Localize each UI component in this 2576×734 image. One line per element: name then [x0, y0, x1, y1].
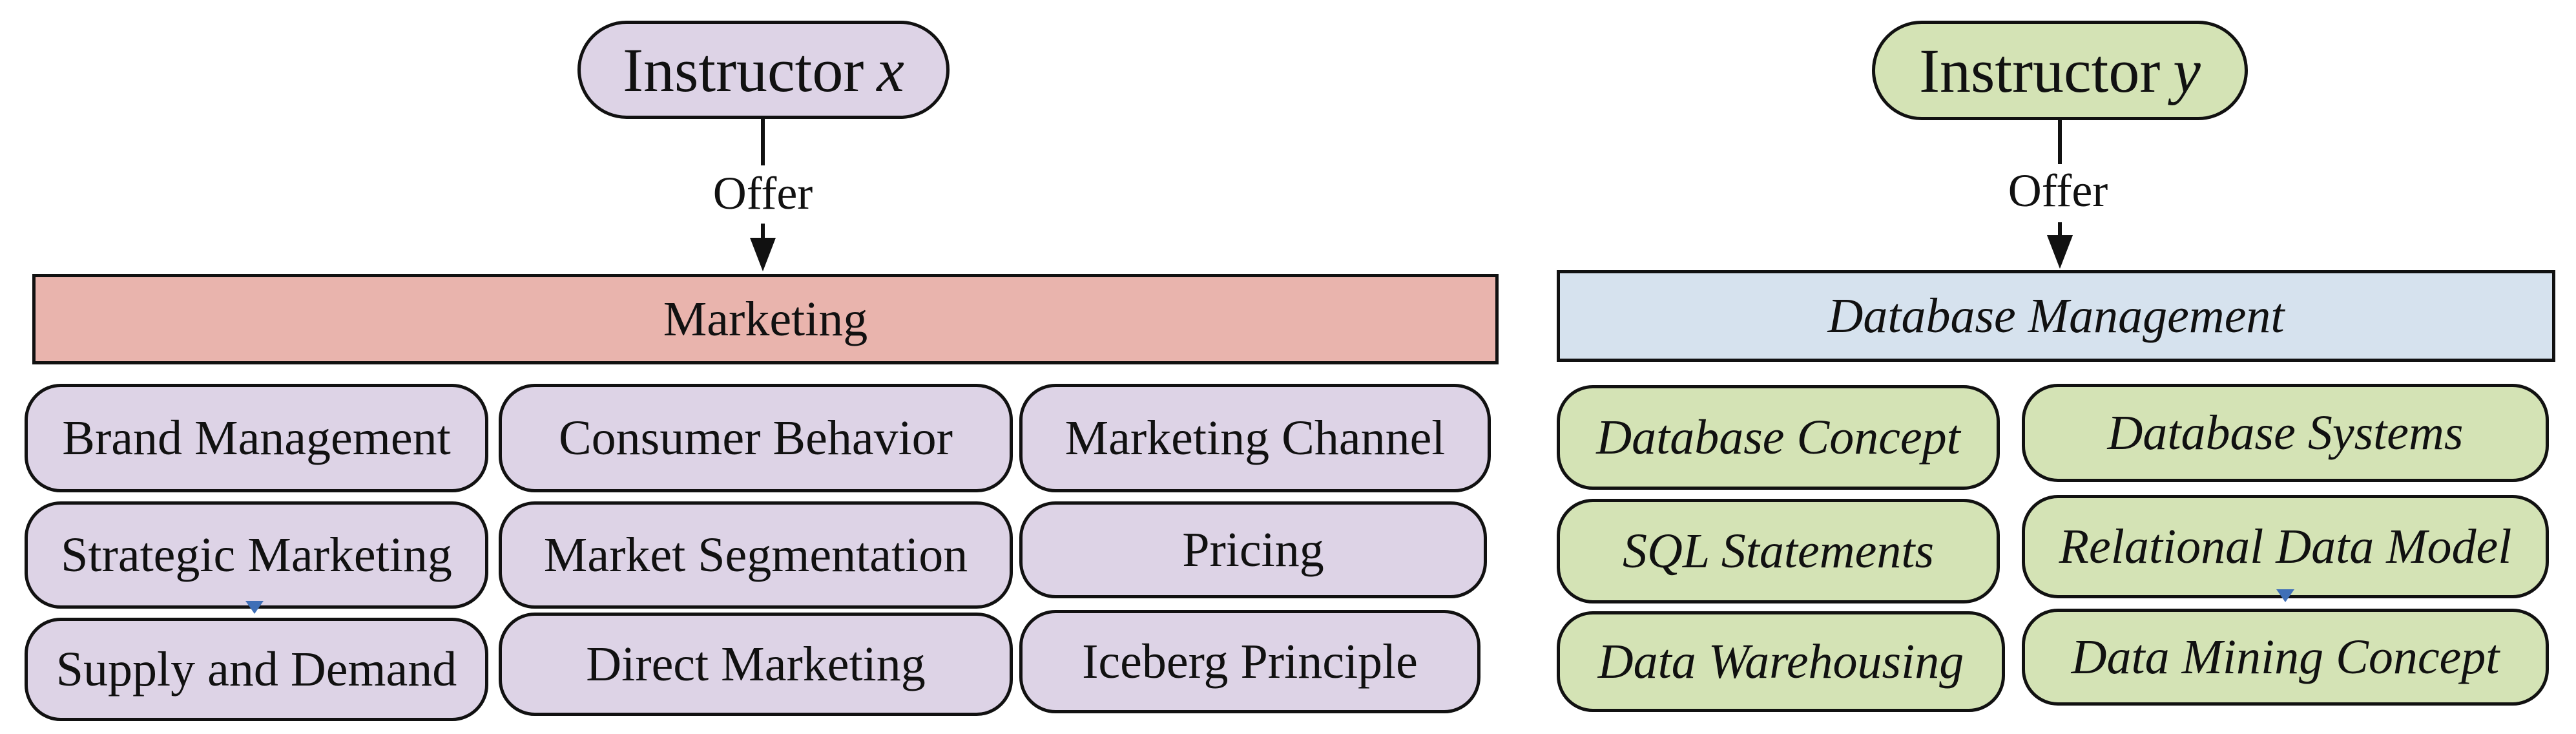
topic-iceberg-principle: Iceberg Principle: [1019, 610, 1480, 713]
topic-strategic-marketing: Strategic Marketing: [25, 501, 488, 609]
topic-supply-and-demand: Supply and Demand: [25, 618, 488, 721]
topic-label: Supply and Demand: [56, 642, 457, 697]
offer-y-connector: [2058, 222, 2062, 238]
instructor-x-connector: [761, 119, 765, 165]
topic-data-warehousing: Data Warehousing: [1557, 611, 2005, 712]
instructor-y-label: Instructor: [1919, 36, 2161, 105]
marketing-course-label: Marketing: [663, 291, 868, 346]
instructor-y-node: Instructor y: [1872, 21, 2248, 120]
blue-marker-left: [245, 601, 264, 614]
topic-market-segmentation: Market Segmentation: [499, 501, 1013, 609]
topic-label: Pricing: [1182, 522, 1324, 577]
topic-label: Data Mining Concept: [2071, 629, 2500, 684]
topic-label: Marketing Channel: [1065, 410, 1446, 465]
topic-label: Iceberg Principle: [1082, 634, 1418, 689]
offer-x-arrowhead: [750, 238, 776, 271]
topic-label: Database Systems: [2107, 405, 2464, 460]
topic-label: Market Segmentation: [543, 527, 968, 582]
database-course-box: Database Management: [1557, 270, 2555, 362]
topic-label: Data Warehousing: [1597, 634, 1964, 689]
topic-label: Brand Management: [62, 410, 451, 465]
topic-label: Consumer Behavior: [558, 410, 953, 465]
topic-marketing-channel: Marketing Channel: [1019, 384, 1491, 492]
topic-database-concept: Database Concept: [1557, 385, 2000, 490]
offer-x-connector: [761, 224, 765, 239]
marketing-course-box: Marketing: [32, 274, 1499, 364]
topic-sql-statements: SQL Statements: [1557, 499, 2000, 603]
offer-y-arrowhead: [2047, 235, 2073, 269]
database-course-label: Database Management: [1827, 288, 2285, 343]
topic-label: SQL Statements: [1622, 523, 1935, 578]
topic-direct-marketing: Direct Marketing: [499, 613, 1013, 716]
offer-label-x: Offer: [712, 167, 813, 219]
topic-label: Direct Marketing: [586, 636, 926, 691]
topic-consumer-behavior: Consumer Behavior: [499, 384, 1013, 492]
instructor-y-connector: [2058, 120, 2062, 164]
instructor-x-node: Instructor x: [577, 21, 950, 119]
topic-database-systems: Database Systems: [2022, 384, 2549, 482]
topic-label: Database Concept: [1596, 410, 1960, 465]
topic-pricing: Pricing: [1019, 501, 1487, 598]
topic-label: Relational Data Model: [2059, 519, 2512, 574]
instructor-x-label: Instructor: [623, 35, 864, 105]
offer-label-y: Offer: [2008, 165, 2108, 216]
instructor-x-variable: x: [877, 35, 904, 105]
topic-data-mining-concept: Data Mining Concept: [2022, 609, 2549, 706]
topic-relational-data-model: Relational Data Model: [2022, 495, 2549, 598]
topic-brand-management: Brand Management: [25, 384, 488, 492]
instructor-y-variable: y: [2173, 36, 2201, 105]
topic-label: Strategic Marketing: [61, 527, 452, 582]
blue-marker-right: [2276, 589, 2294, 602]
